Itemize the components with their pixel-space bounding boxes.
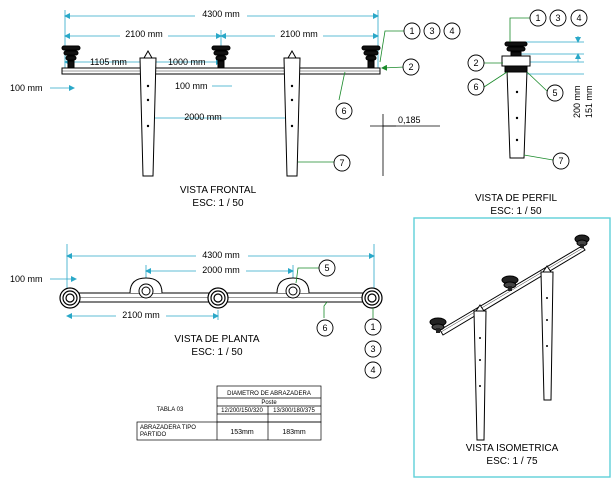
table-label: TABLA 03 xyxy=(157,407,184,413)
dim-1000: 1000 mm xyxy=(168,57,206,67)
plan-view-scale: ESC: 1 / 50 xyxy=(191,347,243,358)
table-value-2: 183mm xyxy=(282,429,306,436)
dim-2000-plan: 2000 mm xyxy=(202,265,240,275)
callout-5-profile: 5 xyxy=(552,88,557,98)
callout-3-plan: 3 xyxy=(370,344,375,354)
profile-callouts xyxy=(467,9,588,170)
dim-overall-front: 4300 mm xyxy=(202,9,240,19)
pole-top-right-plan xyxy=(276,277,310,299)
dim-2100-plan: 2100 mm xyxy=(122,310,160,320)
iso-view-scale: ESC: 1 / 75 xyxy=(486,456,538,467)
dim-151-profile: 151 mm xyxy=(584,85,594,118)
insulator-middle xyxy=(211,45,231,69)
clamp-table: DIAMETRO DE ABRAZADERA Poste 12/200/150/… xyxy=(136,385,322,441)
iso-pole-left xyxy=(473,304,487,441)
iso-pole-right xyxy=(540,265,554,401)
callout-3-profile: 3 xyxy=(555,13,560,23)
front-callouts xyxy=(333,22,461,172)
plan-view: 4300 mm 2000 mm 100 mm 2100 mm xyxy=(10,244,383,379)
iso-view-title: VISTA ISOMETRICA xyxy=(466,443,559,454)
callout-4-profile: 4 xyxy=(576,13,581,23)
front-view-scale: ESC: 1 / 50 xyxy=(192,198,244,209)
pole-left xyxy=(139,49,157,177)
slope-value: 0,185 xyxy=(398,115,421,125)
profile-pole xyxy=(501,55,531,159)
callout-3-front: 3 xyxy=(429,26,434,36)
pole-top-left-plan xyxy=(129,277,163,299)
dim-1105: 1105 mm xyxy=(90,57,127,67)
callout-6-profile: 6 xyxy=(473,82,478,92)
callout-7-front: 7 xyxy=(339,158,344,168)
callout-2-front: 2 xyxy=(408,62,413,72)
callout-6-plan: 6 xyxy=(322,323,327,333)
pole-right xyxy=(283,49,301,177)
callout-4-front: 4 xyxy=(449,26,454,36)
dim-200-profile: 200 mm xyxy=(572,85,582,118)
iso-insulator-right xyxy=(574,234,590,248)
callout-5-plan: 5 xyxy=(324,263,329,273)
insulator-left-plan xyxy=(59,287,81,309)
iso-insulator-left xyxy=(429,317,447,333)
iso-insulator-middle xyxy=(501,275,519,291)
dim-100-side-front: 100 mm xyxy=(10,83,43,93)
callout-2-profile: 2 xyxy=(473,58,478,68)
profile-view-scale: ESC: 1 / 50 xyxy=(490,206,542,217)
table-col-1: 12/200/150/320 xyxy=(221,408,263,414)
table-header: DIAMETRO DE ABRAZADERA xyxy=(227,391,311,397)
insulator-right xyxy=(361,45,381,69)
front-view: 4300 mm 2100 mm 2100 mm 1105 mm 1000 mm … xyxy=(10,8,461,209)
table-value-1: 153mm xyxy=(230,429,254,436)
front-view-title: VISTA FRONTAL xyxy=(180,185,257,196)
profile-view: 1 3 4 2 6 5 7 200 mm 151 mm VISTA DE PER… xyxy=(467,9,594,217)
callout-6-front: 6 xyxy=(341,106,346,116)
iso-frame xyxy=(413,217,611,478)
table-subheader: Poste xyxy=(261,400,277,406)
slope-symbol xyxy=(370,114,440,176)
profile-insulator xyxy=(504,41,528,57)
callout-4-plan: 4 xyxy=(370,365,375,375)
iso-view: VISTA ISOMETRICA ESC: 1 / 75 xyxy=(413,217,611,478)
dim-2000-front: 2000 mm xyxy=(184,112,222,122)
dim-100-plan: 100 mm xyxy=(10,274,43,284)
dim-right-half-front: 2100 mm xyxy=(280,29,318,39)
table-row-label-1: ABRAZADERA TIPO xyxy=(140,425,196,431)
callout-1-front: 1 xyxy=(409,26,414,36)
profile-view-title: VISTA DE PERFIL xyxy=(475,193,557,204)
insulator-middle-plan xyxy=(207,287,229,309)
insulator-left xyxy=(61,45,81,69)
callout-1-plan: 1 xyxy=(370,322,375,332)
plan-view-title: VISTA DE PLANTA xyxy=(174,334,260,345)
callout-1-profile: 1 xyxy=(535,13,540,23)
dim-overall-plan: 4300 mm xyxy=(202,250,240,260)
callout-7-profile: 7 xyxy=(558,156,563,166)
dim-100-mid-front: 100 mm xyxy=(175,81,208,91)
dim-left-half-front: 2100 mm xyxy=(125,29,163,39)
table-col-2: 13/300/180/375 xyxy=(273,408,315,414)
plan-callouts xyxy=(316,259,382,379)
table-row-label-2: PARTIDO xyxy=(140,432,166,438)
insulator-right-plan xyxy=(361,287,383,309)
